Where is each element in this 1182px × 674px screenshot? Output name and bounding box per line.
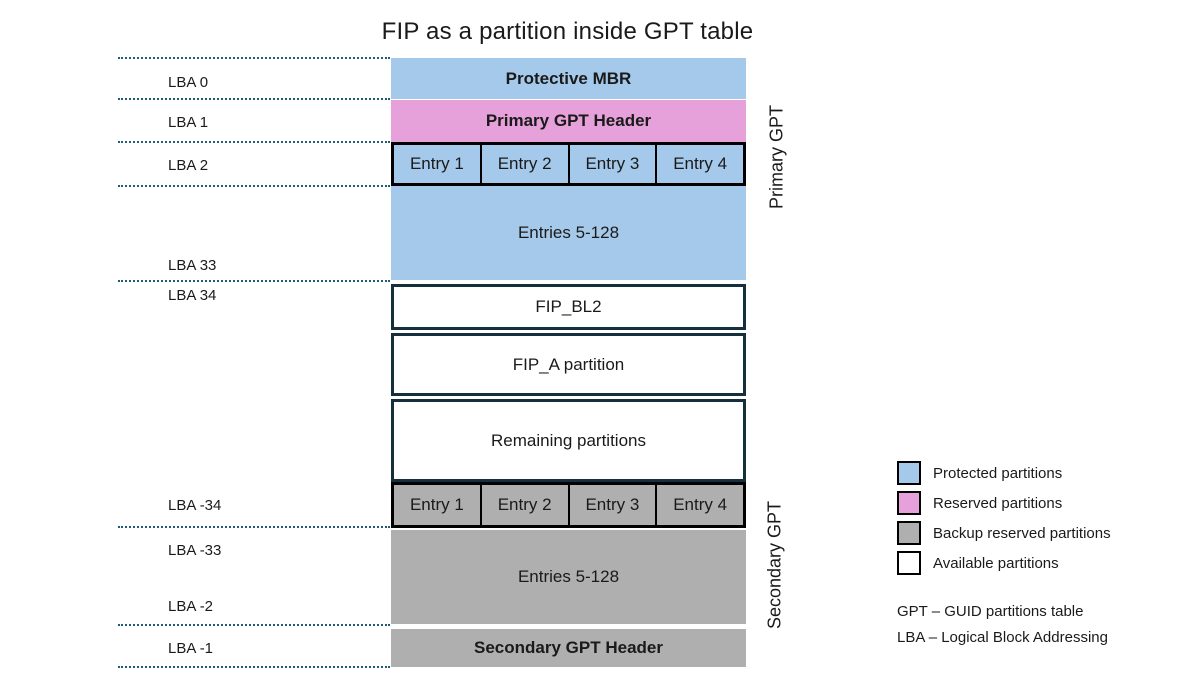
primary-entry-4: Entry 4 (655, 145, 743, 183)
secondary-entry-4: Entry 4 (655, 485, 743, 525)
block-secondary-gpt-header: Secondary GPT Header (391, 629, 746, 667)
block-fip-bl2: FIP_BL2 (391, 284, 746, 330)
block-primary-entries-5-128: Entries 5-128 (391, 186, 746, 280)
lba-label-m2: LBA -2 (168, 598, 214, 615)
primary-entry-1: Entry 1 (409, 154, 464, 173)
secondary-entry-row: Entry 1 Entry 2 Entry 3 Entry 4 (391, 482, 746, 528)
dotted-line (118, 57, 390, 59)
block-fip-a-partition: FIP_A partition (391, 333, 746, 396)
protected-color-swatch (897, 461, 921, 485)
block-secondary-entries-5-128: Entries 5-128 (391, 530, 746, 624)
dotted-line (118, 526, 390, 528)
available-color-swatch (897, 551, 921, 575)
legend-label: Reserved partitions (933, 494, 1063, 512)
lba-label-m33: LBA -33 (168, 542, 222, 559)
legend-item-backup: Backup reserved partitions (897, 521, 1111, 545)
block-remaining-partitions: Remaining partitions (391, 399, 746, 482)
legend-item-reserved: Reserved partitions (897, 491, 1062, 515)
page-title: FIP as a partition inside GPT table (381, 18, 754, 45)
legend-label: Protected partitions (933, 464, 1063, 482)
block-primary-gpt-header: Primary GPT Header (391, 100, 746, 142)
legend-label: Available partitions (933, 554, 1059, 572)
dotted-line (118, 185, 390, 187)
dotted-line (118, 141, 390, 143)
lba-label-33: LBA 33 (168, 257, 217, 274)
reserved-color-swatch (897, 491, 921, 515)
secondary-gpt-section-label: Secondary GPT (764, 500, 785, 630)
secondary-entry-3: Entry 3 (567, 485, 656, 525)
legend-item-protected: Protected partitions (897, 461, 1062, 485)
lba-label-1: LBA 1 (168, 114, 209, 131)
lba-label-2: LBA 2 (168, 157, 209, 174)
lba-label-m34: LBA -34 (168, 497, 222, 514)
lba-abbreviation-note: LBA – Logical Block Addressing (897, 629, 1108, 646)
secondary-entry-1: Entry 1 (409, 495, 464, 514)
backup-color-swatch (897, 521, 921, 545)
legend-label: Backup reserved partitions (933, 524, 1111, 542)
legend-item-available: Available partitions (897, 551, 1059, 575)
lba-label-m1: LBA -1 (168, 640, 214, 657)
lba-label-34: LBA 34 (168, 287, 217, 304)
dotted-line (118, 624, 390, 626)
dotted-line (118, 666, 390, 668)
secondary-entry-2: Entry 2 (479, 485, 568, 525)
block-protective-mbr: Protective MBR (391, 58, 746, 99)
primary-entry-3: Entry 3 (567, 145, 656, 183)
dotted-line (118, 280, 390, 282)
gpt-abbreviation-note: GPT – GUID partitions table (897, 603, 1084, 620)
primary-entry-2: Entry 2 (479, 145, 568, 183)
primary-gpt-section-label: Primary GPT (766, 104, 787, 210)
lba-label-0: LBA 0 (168, 74, 209, 91)
dotted-line (118, 98, 390, 100)
primary-entry-row: Entry 1 Entry 2 Entry 3 Entry 4 (391, 142, 746, 186)
